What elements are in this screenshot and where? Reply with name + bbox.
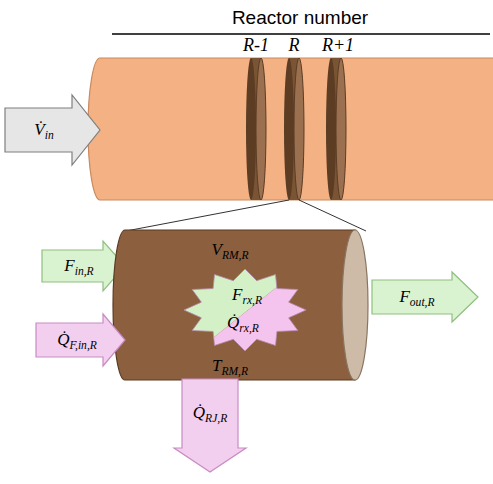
cylinder-body	[113, 230, 355, 380]
text-slot: Frx,R	[195, 282, 299, 308]
variable-symbol: VRM,R	[211, 241, 248, 260]
text-slot: Fout,R	[372, 280, 462, 314]
zoom-line	[126, 200, 289, 231]
reactor-slice	[246, 58, 266, 200]
variable-symbol: TRM,R	[212, 357, 248, 376]
reactor-index: R	[289, 35, 300, 56]
arrow-body	[372, 272, 478, 322]
text-slot: Q̇rx,R	[191, 310, 295, 336]
axis-title: Reactor number	[232, 7, 368, 29]
variable-symbol: Frx,R	[232, 286, 262, 305]
arrow-body	[174, 379, 246, 472]
tube-reactor	[88, 58, 493, 200]
zoom-line	[299, 200, 366, 231]
heat-arrow: Q̇F,in,R	[36, 314, 125, 366]
burst-pink-half	[184, 269, 306, 351]
variable-symbol: V̇in	[34, 121, 53, 140]
reactor-slice	[326, 58, 346, 200]
burst-green-half	[184, 269, 306, 351]
text-slot: VRM,R	[117, 236, 343, 264]
arrow-body	[5, 95, 100, 165]
heat-arrow-outline	[174, 379, 246, 472]
variable-symbol: Fout,R	[399, 288, 434, 307]
reactor-index: R-1	[243, 35, 269, 56]
heat-arrow: Q̇RJ,R	[174, 379, 246, 472]
reactor-volume: VRM,R TRM,R Frx,R Q̇rx,R	[113, 230, 369, 380]
text-slot: Fin,R	[42, 250, 116, 282]
arrow-body	[36, 314, 125, 366]
flow-arrow: V̇in	[5, 95, 100, 165]
variable-symbol: Q̇RJ,R	[193, 404, 227, 423]
arrow-body	[42, 241, 125, 291]
reaction-burst: Frx,R Q̇rx,R	[183, 268, 307, 352]
header-rule	[112, 33, 490, 34]
reactor-slice	[284, 58, 304, 200]
flow-arrow: Fout,R	[372, 272, 478, 322]
text-slot: Q̇F,in,R	[36, 323, 118, 357]
variable-symbol: Fin,R	[64, 257, 93, 276]
reactor-index: R+1	[322, 35, 354, 56]
burst-outline	[184, 269, 306, 351]
variable-symbol: Q̇rx,R	[227, 314, 259, 333]
variable-symbol: Q̇F,in,R	[57, 331, 97, 350]
text-slot: TRM,R	[117, 352, 343, 380]
text-slot: V̇in	[5, 108, 83, 152]
reaction-burst-outline	[183, 268, 307, 352]
text-slot: Q̇RJ,R	[182, 383, 238, 443]
flow-arrow: Fin,R	[42, 241, 125, 291]
cylinder-end	[342, 230, 368, 380]
